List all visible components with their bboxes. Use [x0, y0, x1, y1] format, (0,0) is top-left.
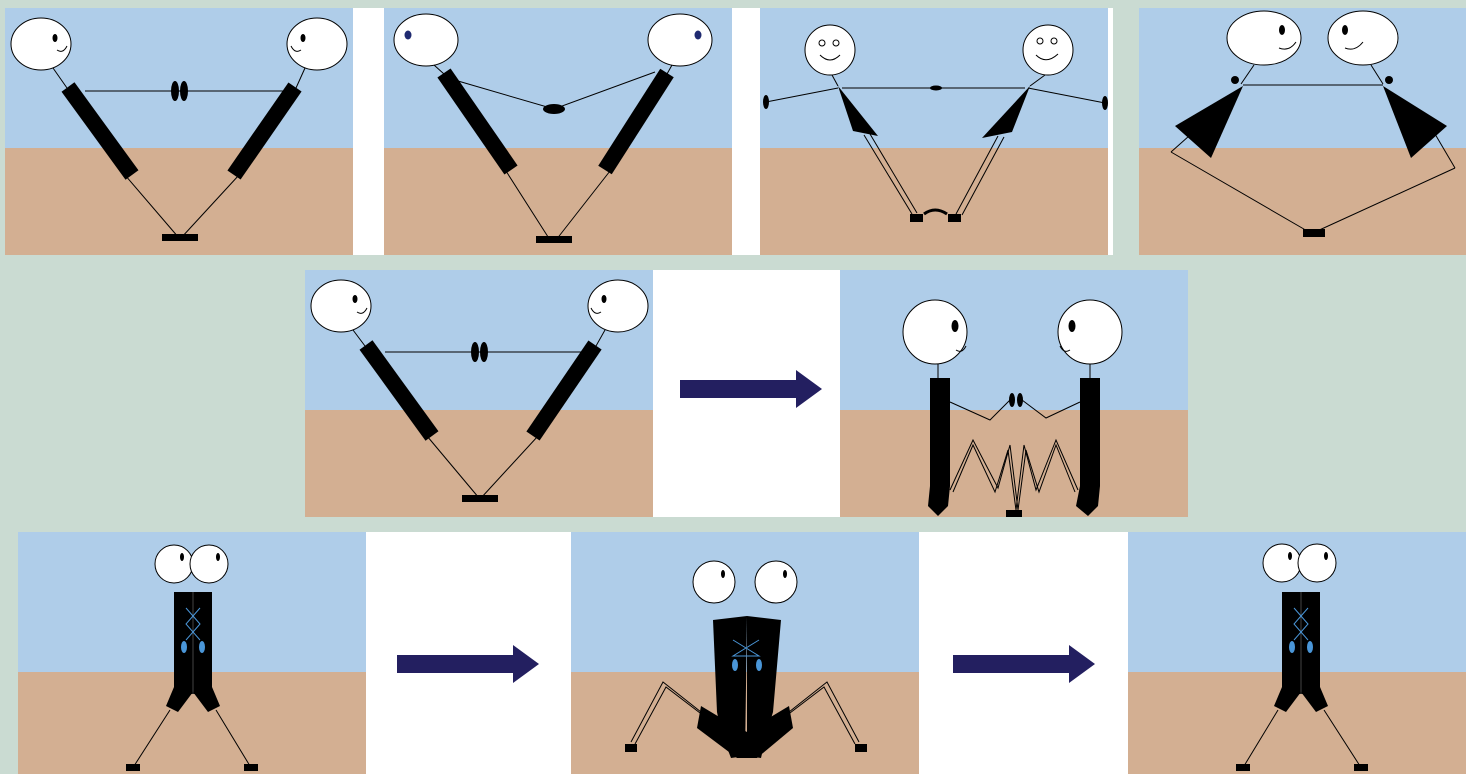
panel-r3-3 [1128, 532, 1466, 774]
panel-r1-4 [1139, 8, 1466, 255]
right-arrow-icon [680, 370, 822, 412]
panel-r3-1 [18, 532, 366, 774]
right-arrow-icon [397, 645, 539, 687]
panel-r2-2 [840, 270, 1188, 517]
panel-r1-1 [5, 8, 353, 255]
panel-r1-3 [760, 8, 1108, 255]
right-arrow-icon [953, 645, 1095, 687]
panel-r2-1 [305, 270, 653, 517]
panel-r1-2 [384, 8, 732, 255]
panel-r3-2 [571, 532, 919, 774]
